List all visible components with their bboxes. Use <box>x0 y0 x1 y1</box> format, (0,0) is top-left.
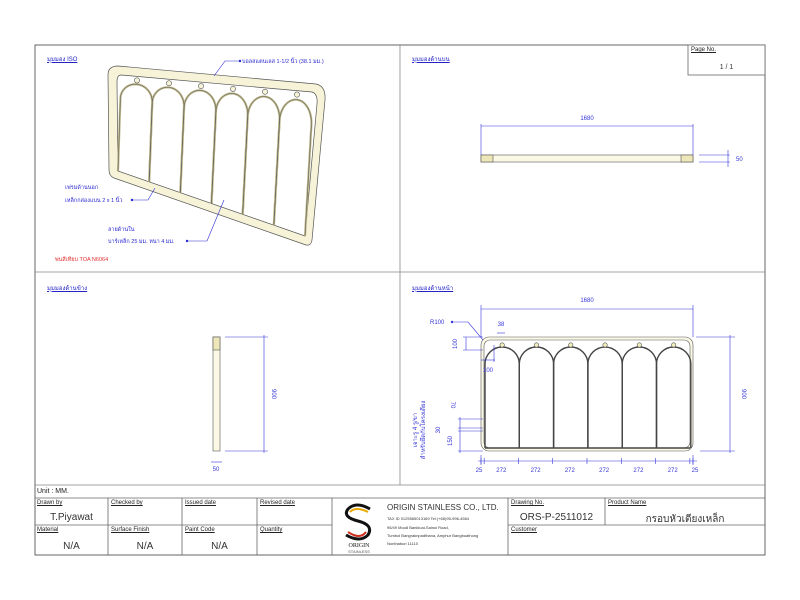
iso-arch-bar <box>148 87 185 193</box>
bottom-dim-label: 272 <box>633 468 644 474</box>
ball-ornament <box>533 342 539 348</box>
drawn-by-value: T.Piyawat <box>50 512 93 523</box>
material-value: N/A <box>63 541 80 552</box>
company-tax: TAX ID 0125565013169 Tel.(+66)95-996-456… <box>387 516 470 521</box>
checked-by-label: Checked by <box>111 500 143 506</box>
ball-ornament <box>671 342 677 348</box>
iso-ball-ornament <box>294 91 300 98</box>
surface-finish-label: Surface Finish <box>111 527 150 533</box>
top-width-dim: 1680 <box>580 116 594 122</box>
hole-70-dim: 70 <box>449 402 455 409</box>
side-height-dim: 900 <box>270 389 276 400</box>
drawing-no-value: ORS-P-2511012 <box>519 512 594 523</box>
product-name-value: กรอบหัวเตียงเหล็ก <box>645 514 725 525</box>
customer-label: Customer <box>511 527 538 533</box>
bottom-dim-label: 25 <box>692 468 699 474</box>
ball-note: บอลสแตนเลส 1-1/2 นิ้ว (38.1 มม.) <box>242 59 324 65</box>
top-view-drawing: 1680 50 <box>480 116 743 167</box>
bottom-dim-label: 272 <box>668 468 679 474</box>
page-no-value: 1 / 1 <box>719 64 734 71</box>
company-address-3: Nonthaburi 11110 <box>387 541 418 546</box>
product-name-label: Product Name <box>608 500 647 506</box>
iso-ball-ornament <box>166 80 172 87</box>
iso-arch-bar <box>117 83 153 182</box>
iso-arch-bar <box>242 96 280 226</box>
revised-date-label: Revised date <box>260 500 296 506</box>
bottom-dim-label: 272 <box>599 468 610 474</box>
logo-text: ORIGIN <box>349 543 371 549</box>
iso-arch-bar <box>211 93 248 215</box>
logo-sub: STAINLESS <box>348 549 370 554</box>
top-view-title: มุมมองด้านบน <box>412 57 450 63</box>
front-view-drawing: 1680 900 R100 38 100 100 70 30 150 เจาะร… <box>412 298 746 474</box>
drawn-by-label: Drawn by <box>37 500 63 506</box>
hole-150-dim: 150 <box>448 435 454 446</box>
bottom-dim-label: 272 <box>496 468 507 474</box>
inner-pattern-note: ลายด้านใน <box>108 227 135 233</box>
ball-ornament <box>602 342 608 348</box>
outer-frame-note: เฟรมด้านนอก <box>65 185 99 191</box>
ball-dim: 38 <box>498 322 505 328</box>
iso-ball-ornament <box>198 83 204 89</box>
top-depth-dim: 50 <box>736 157 743 163</box>
iso-ball-ornament <box>134 77 140 84</box>
bottom-dim-label: 272 <box>565 468 576 474</box>
iso-view-drawing <box>107 59 326 246</box>
ball-ornament <box>636 342 642 348</box>
quantity-label: Quantity <box>260 527 283 533</box>
side-view-title: มุมมองด้านข้าง <box>47 286 88 292</box>
bottom-dim-label: 272 <box>531 468 542 474</box>
iso-ball-ornament <box>230 86 236 92</box>
holes-note-2: สำหรับยึดกับโครงเตียง <box>419 401 427 460</box>
outer-frame-spec: เหล็กกล่องแบน 2 x 1 นิ้ว <box>65 198 123 204</box>
iso-ball-ornament <box>262 88 268 95</box>
holes-note-1: เจาะรู 4 รู/ขา <box>412 413 419 447</box>
side-view-drawing: 900 50 <box>211 335 276 473</box>
surface-finish-value: N/A <box>136 541 154 552</box>
material-label: Material <box>37 527 59 533</box>
company-address-2: Tumbol Bangraknpadthana, Amphur Bangbuat… <box>387 533 479 538</box>
bottom-dim-label: 25 <box>476 468 483 474</box>
corner-v-dim: 100 <box>453 338 459 349</box>
front-height-dim: 900 <box>740 389 746 400</box>
paint-note: พ่นสีเทียบ TOA N6064 <box>55 257 109 263</box>
origin-logo: ORIGIN STAINLESS <box>344 503 372 554</box>
page-no-label: Page No. <box>691 47 717 53</box>
issued-date-label: Issued date <box>185 500 217 506</box>
side-depth-dim: 50 <box>213 467 220 473</box>
radius-dim: R100 <box>430 320 445 326</box>
paint-code-label: Paint Code <box>185 527 215 533</box>
company-address-1: 95/49 Moo8 Bankluai-Sainoi Road, <box>387 525 449 530</box>
paint-code-value: N/A <box>211 541 228 552</box>
corner-h-dim: 100 <box>483 368 494 374</box>
front-width-dim: 1680 <box>580 298 594 304</box>
ball-ornament <box>499 342 505 348</box>
drawing-no-label: Drawing No. <box>511 500 545 506</box>
iso-arch-bar <box>180 90 217 204</box>
front-view-title: มุมมองด้านหน้า <box>412 286 454 292</box>
unit-label: Unit : MM. <box>37 488 69 495</box>
hole-30-dim: 30 <box>436 426 442 433</box>
company-name: ORIGIN STAINLESS CO., LTD. <box>387 503 499 512</box>
inner-pattern-spec: บาร์เหล็ก 25 มม. หนา 4 มม. <box>108 239 175 245</box>
iso-arch-bar <box>273 99 312 237</box>
ball-ornament <box>568 342 574 348</box>
iso-view-title: มุมมอง ISO <box>47 57 78 63</box>
